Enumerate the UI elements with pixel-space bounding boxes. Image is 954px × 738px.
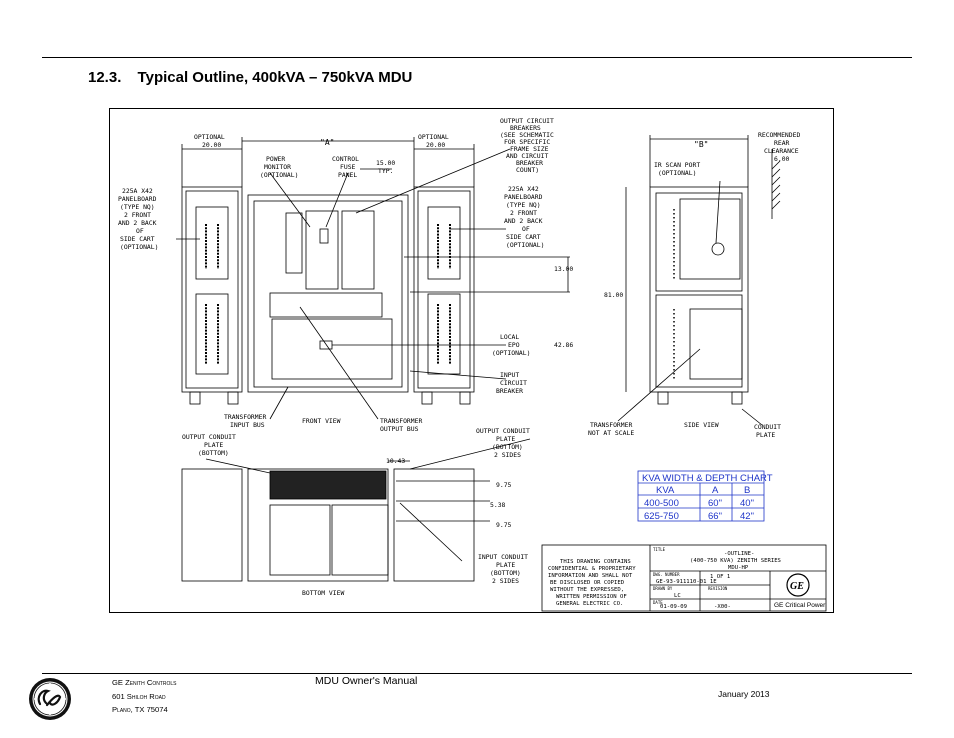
side-transformer (689, 308, 743, 380)
title-block-title-label: TITLE (653, 547, 666, 552)
label-recommended-rear: RECOMMENDED REAR CLEARANCE (758, 131, 804, 155)
dim-optional-left-value: 20.00 (202, 141, 221, 149)
transformer-box (271, 318, 393, 380)
label-panelboard-left: 225A X42 PANELBOARD (TYPE NQ) 2 FRONT AN… (118, 187, 160, 251)
label-input-conduit: INPUT CONDUIT PLATE (BOTTOM) 2 SIDES (478, 553, 532, 585)
label-front-view: FRONT VIEW (302, 417, 341, 425)
dim-optional-right-value: 20.00 (426, 141, 445, 149)
ge-logo-icon (29, 678, 71, 720)
side-view-cabinet (649, 186, 749, 393)
header-rule (42, 57, 912, 58)
kva-row2-a: 66" (708, 511, 722, 522)
section-title: Typical Outline, 400kVA – 750kVA MDU (137, 69, 413, 86)
dim-9-75-a: 9.75 (496, 481, 512, 489)
dim-typ: TYP. (378, 167, 393, 175)
dim-9-75-b: 9.75 (496, 521, 512, 529)
section-heading: 12.3. Typical Outline, 400kVA – 750kVA M… (88, 69, 412, 86)
dim-5-38: 5.38 (490, 501, 506, 509)
title-block-title: -OUTLINE- (400-750 KVA) ZENITH SERIES MD… (690, 551, 784, 571)
label-output-breakers: OUTPUT CIRCUIT BREAKERS (SEE SCHEMATIC F… (500, 117, 558, 174)
dim-81: 81.00 (604, 291, 623, 299)
label-input-breaker: INPUT CIRCUIT BREAKER (496, 371, 531, 395)
dim-10-43: 10.43 (386, 457, 405, 465)
section-number: 12.3. (88, 69, 122, 86)
label-transformer-input: TRANSFORMER INPUT BUS (224, 413, 270, 429)
footer-company: GE Zenith Controls (112, 678, 177, 687)
kva-row1-a: 60" (708, 498, 722, 509)
label-transformer-output: TRANSFORMER OUTPUT BUS (380, 417, 426, 433)
label-panelboard-right: 225A X42 PANELBOARD (TYPE NQ) 2 FRONT AN… (504, 185, 546, 249)
panelboard-breakers (205, 209, 675, 379)
dim-optional-left: OPTIONAL (194, 133, 225, 141)
title-block-brand: GE Critical Power (774, 602, 826, 609)
outline-drawing-svg: OPTIONAL 20.00 "A" OPTIONAL 20.00 "B" 15… (118, 117, 827, 612)
title-block-date: 01-09-09 (660, 604, 687, 610)
dim-6: 6.00 (774, 155, 790, 163)
footer-rule (42, 673, 912, 674)
label-output-conduit-right: OUTPUT CONDUIT PLATE (BOTTOM) 2 SIDES (476, 427, 534, 459)
kva-header-a: A (712, 485, 719, 496)
label-ir-scan: IR SCAN PORT (OPTIONAL) (654, 161, 704, 177)
title-block-dwg-number: GE-93-911110-01 1E (656, 579, 717, 585)
bottom-right-cart (393, 468, 475, 582)
kva-header-kva: KVA (656, 485, 675, 496)
label-power-monitor: POWER MONITOR (OPTIONAL) (260, 155, 298, 179)
dim-42-86: 42.86 (554, 341, 573, 349)
footer-manual-title: MDU Owner's Manual (315, 675, 418, 687)
kva-header-b: B (744, 485, 750, 496)
footer-date: January 2013 (718, 689, 770, 699)
title-block-rev-label: REVISION (708, 586, 728, 591)
kva-row1-b: 40" (740, 498, 754, 509)
title-block-rev: -X00- (714, 604, 731, 610)
title-block-ge-logo: GE (786, 573, 810, 597)
kva-row1-kva: 400-500 (644, 498, 679, 509)
footer-street: 601 Shiloh Road (112, 691, 166, 701)
label-transformer-not-scale: TRANSFORMER NOT AT SCALE (588, 421, 636, 437)
right-side-cart (413, 186, 475, 393)
kva-chart-title: KVA WIDTH & DEPTH CHART (642, 473, 773, 484)
dim-b: "B" (694, 140, 708, 149)
title-block-notice: THIS DRAWING CONTAINS CONFIDENTIAL & PRO… (548, 559, 639, 607)
label-bottom-view: BOTTOM VIEW (302, 589, 344, 597)
dim-a: "A" (320, 138, 334, 147)
dim-optional-right: OPTIONAL (418, 133, 449, 141)
output-conduit-plate (269, 470, 387, 500)
kva-row2-kva: 625-750 (644, 511, 679, 522)
label-side-view: SIDE VIEW (684, 421, 719, 429)
footer-address: GE Zenith Controls 601 Shiloh Road Plano… (112, 676, 176, 717)
label-conduit-plate: CONDUIT PLATE (754, 423, 785, 439)
bottom-left-cart (181, 468, 243, 582)
title-block-ge-monogram: GE (790, 581, 804, 592)
footer-city: Plano, TX 75074 (112, 705, 168, 714)
dim-13: 13.00 (554, 265, 573, 273)
label-local-epo: LOCAL EPO (OPTIONAL) (492, 333, 530, 357)
title-block-dwg-label: DWG. NUMBER (653, 572, 680, 577)
title-block-sheet: 1 OF 1 (710, 574, 730, 580)
title-block-date-label: DATE (653, 600, 663, 605)
label-output-conduit-left: OUTPUT CONDUIT PLATE (BOTTOM) (182, 433, 240, 457)
outline-drawing: OPTIONAL 20.00 "A" OPTIONAL 20.00 "B" 15… (109, 108, 834, 613)
dim-15: 15.00 (376, 159, 395, 167)
kva-row2-b: 42" (740, 511, 754, 522)
left-side-cart (181, 186, 243, 393)
ir-scan-port (711, 242, 725, 256)
title-block-drawn: LC (674, 593, 681, 599)
title-block-drawn-label: DRAWN BY (653, 586, 673, 591)
title-block (541, 544, 827, 612)
kva-chart: KVA WIDTH & DEPTH CHART KVA A B 400-500 … (637, 470, 773, 522)
label-control-fuse: CONTROL FUSE PANEL (332, 155, 363, 179)
main-cabinet (247, 194, 409, 393)
